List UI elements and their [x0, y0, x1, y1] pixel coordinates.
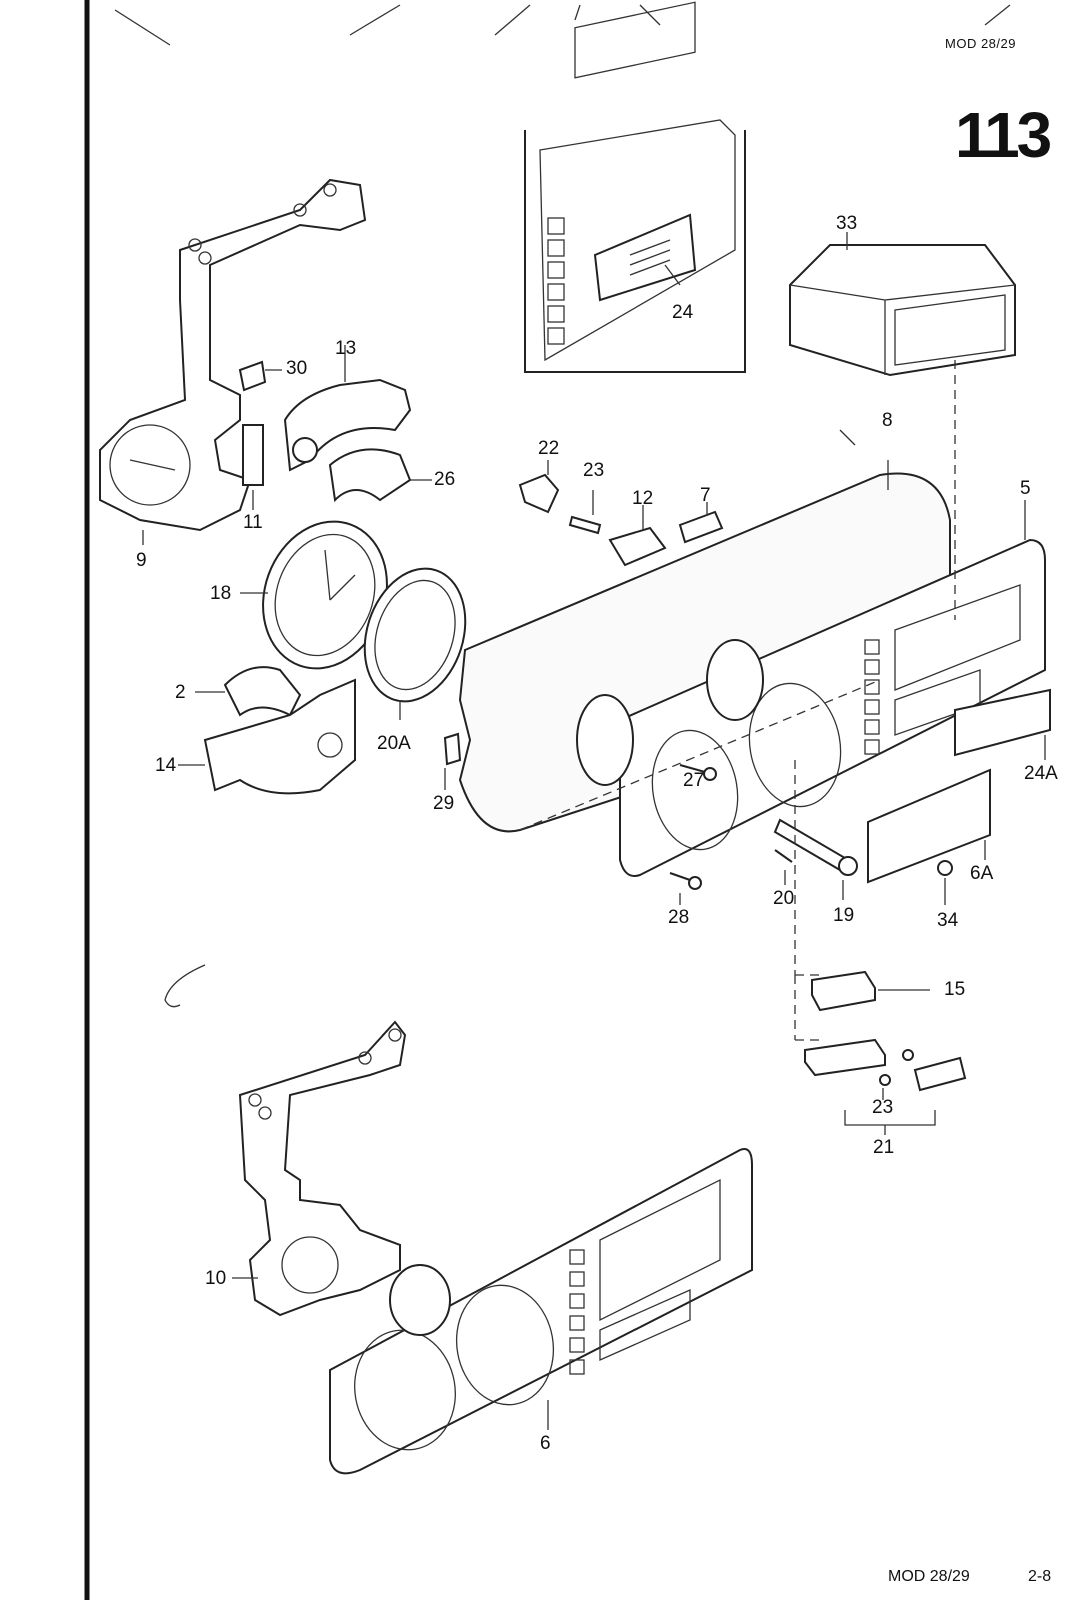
part-34-knob [937, 860, 953, 876]
callout-2: 2 [175, 682, 186, 703]
callout-28: 28 [668, 907, 690, 928]
callout-18: 18 [210, 583, 232, 604]
callout-21: 21 [873, 1137, 895, 1158]
callout-20: 20 [773, 888, 795, 909]
callout-9: 9 [136, 550, 147, 571]
callout-8: 8 [882, 410, 893, 431]
part-6A-cover [867, 768, 991, 884]
part-7-clip [678, 502, 724, 544]
part-6-panel [329, 1148, 753, 1475]
part-12-switch [608, 505, 667, 567]
callout-33: 33 [836, 213, 858, 234]
callout-12: 12 [632, 488, 654, 509]
callout-24: 24 [672, 302, 694, 323]
part-23-bulb [568, 490, 602, 535]
part-33-pocket [789, 232, 1016, 377]
callout-20A: 20A [377, 733, 411, 754]
inset-detail-box [524, 1, 746, 373]
part-9-bracket [99, 178, 367, 545]
callout-6: 6 [540, 1433, 551, 1454]
part-13-circuit-board [283, 345, 412, 472]
callout-27: 27 [683, 770, 705, 791]
callout-19: 19 [833, 905, 855, 926]
callout-10: 10 [205, 1268, 227, 1289]
part-20-bulb [774, 849, 793, 885]
callout-24A: 24A [1024, 763, 1058, 784]
callout-22: 22 [538, 438, 560, 459]
callout-26: 26 [434, 469, 456, 490]
part-24A-switch [954, 688, 1051, 760]
gauge-cylinders [576, 639, 764, 786]
scan-artifacts [114, 4, 1011, 46]
footer-page: 2-8 [1028, 1568, 1052, 1585]
callout-34: 34 [937, 910, 959, 931]
part-15-switch [811, 970, 930, 1012]
callout-11: 11 [243, 512, 263, 533]
stray-marks [164, 429, 856, 1008]
part-29-clip [443, 732, 462, 790]
part-27-screw [679, 764, 717, 781]
callout-13: 13 [335, 338, 357, 359]
callout-7: 7 [700, 485, 711, 506]
part-30-connector [238, 360, 282, 392]
callout-15: 15 [944, 979, 966, 1000]
part-18-clock [240, 520, 388, 670]
callout-30: 30 [286, 358, 308, 379]
header-model: MOD 28/29 [945, 36, 1016, 51]
callout-29: 29 [433, 793, 455, 814]
callout-23-upper: 23 [583, 460, 605, 481]
part-22-socket [518, 460, 560, 514]
part-5-instrument-panel [619, 500, 1046, 877]
part-26-gauge-insert [328, 448, 432, 503]
footer-model: MOD 28/29 [888, 1568, 970, 1585]
part-28-screw [669, 872, 702, 905]
part-21-assembly [804, 1038, 967, 1135]
part-20A-gauge [363, 567, 467, 720]
callout-6A: 6A [970, 863, 994, 884]
assembly-lines [519, 360, 956, 1041]
callout-14: 14 [155, 755, 177, 776]
part-11-strip [242, 424, 264, 510]
part-2-gauge-insert [195, 666, 302, 717]
part-19-lamp [773, 818, 858, 900]
part-10-bracket [232, 1020, 407, 1317]
callout-5: 5 [1020, 478, 1031, 499]
group-number: 113 [955, 99, 1052, 171]
callout-23-lower: 23 [872, 1097, 894, 1118]
part-14-circuit-board [178, 678, 356, 795]
